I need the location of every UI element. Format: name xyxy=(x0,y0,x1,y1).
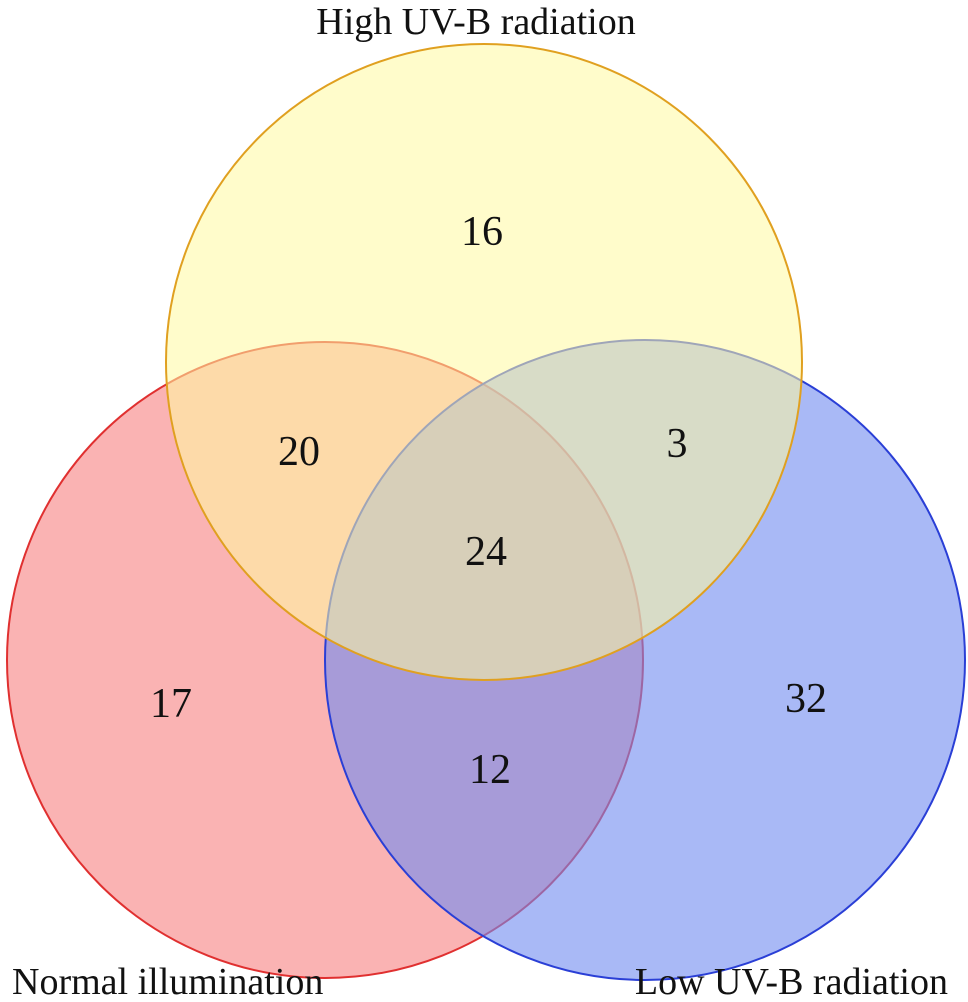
count-normal-high: 20 xyxy=(278,429,320,475)
count-normal-low: 12 xyxy=(469,747,511,793)
circle-high-uvb-radiation xyxy=(165,43,803,681)
count-low-only: 32 xyxy=(785,676,827,722)
count-high-low: 3 xyxy=(667,421,688,467)
count-all-three: 24 xyxy=(465,529,507,575)
label-low-uvb-radiation: Low UV-B radiation xyxy=(635,961,948,1002)
count-high-only: 16 xyxy=(461,209,503,255)
count-normal-only: 17 xyxy=(150,681,192,727)
label-normal-illumination: Normal illumination xyxy=(12,961,323,1002)
label-high-uvb-radiation: High UV-B radiation xyxy=(316,1,635,43)
